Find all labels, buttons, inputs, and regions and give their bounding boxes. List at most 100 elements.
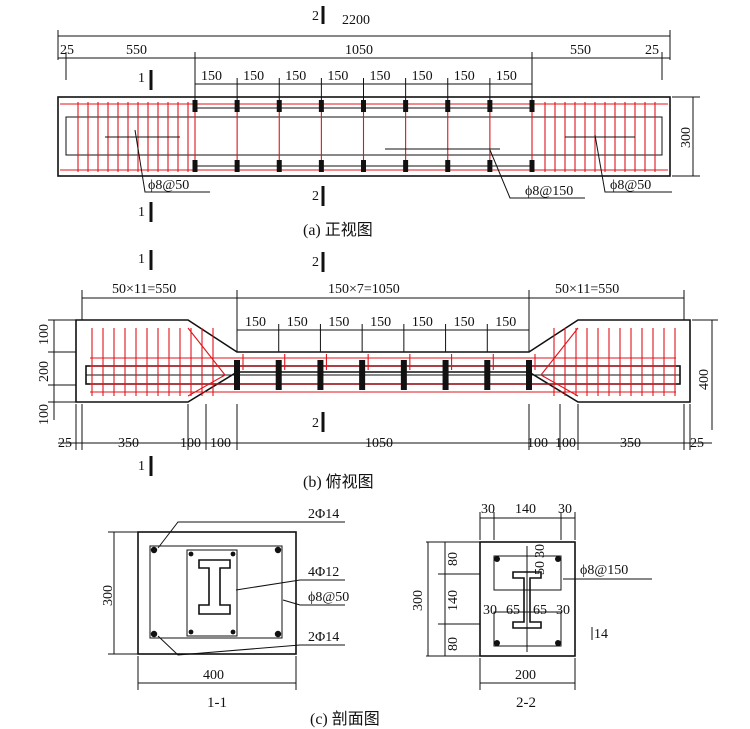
spacing-label: 150 (328, 315, 349, 330)
dim-bottom-4: 100 (210, 436, 231, 451)
spacing-label: 150 (370, 315, 391, 330)
spacing-label: 150 (454, 315, 475, 330)
spacing-label: 150 (495, 315, 516, 330)
leader-mid (489, 149, 585, 199)
studs (192, 100, 535, 172)
rebar-dots (494, 556, 561, 646)
rebar (230, 551, 236, 557)
diagonal-red (187, 327, 226, 376)
spacing-label: 150 (285, 69, 306, 84)
spacing-label: 150 (370, 69, 391, 84)
stud-bottom (318, 160, 324, 172)
spacing-label: 150 (496, 69, 517, 84)
dim-seg-2: 550 (126, 43, 147, 58)
stud-top (403, 100, 409, 112)
stud-top (361, 100, 366, 112)
dim-sec2-top-3: 30 (558, 502, 572, 517)
rebar (188, 629, 194, 635)
dim-sec2-width: 200 (515, 668, 536, 683)
stud-top (529, 100, 535, 112)
section-mark-2-top: 2 (312, 255, 319, 270)
dim-bottom-7: 100 (555, 436, 576, 451)
stud-bottom (487, 160, 493, 172)
stud-top (276, 100, 282, 112)
stud-top (318, 100, 324, 112)
dim-left-3: 100 (37, 404, 52, 425)
stud-top (234, 100, 240, 112)
section-2-2: 30 140 30 50 30 30 65 65 30 ϕ8@150 14 (411, 502, 652, 711)
leader-left (134, 129, 210, 193)
section-mark-1-bottom: 1 (138, 459, 145, 474)
dim-bottom-9: 25 (690, 436, 704, 451)
dim-seg-4: 550 (570, 43, 591, 58)
rebar (150, 630, 158, 638)
label-phi8-50: ϕ8@50 (308, 590, 349, 605)
caption-top-view: (b) 俯视图 (303, 473, 374, 491)
caption-front-view: (a) 正视图 (303, 221, 373, 239)
dim-sec2-inner-4: 30 (556, 603, 570, 618)
i-beam-section (512, 571, 542, 629)
dim-bottom-6: 100 (527, 436, 548, 451)
rebar (230, 629, 236, 635)
stud-plan (484, 360, 491, 390)
rebar (555, 556, 561, 562)
leader-right (594, 134, 672, 193)
stud-bottom (529, 160, 535, 172)
rebar-dots (150, 546, 282, 638)
section-1-outline (137, 531, 297, 655)
dim-bottom-8: 350 (620, 436, 641, 451)
dim-sec2-top-1: 30 (481, 502, 495, 517)
dim-sec1-width: 400 (203, 668, 224, 683)
section-2-outline (479, 541, 576, 657)
spacing-label: 150 (454, 69, 475, 84)
dim-right: 400 (697, 369, 712, 390)
beam-outline (57, 96, 671, 177)
stud-plan (234, 360, 240, 390)
dim-sec2-left-3: 80 (446, 637, 461, 651)
leader (235, 579, 345, 591)
stud-top (445, 100, 451, 112)
rebar (150, 546, 158, 554)
spacing-labels: 150 150 150 150 150 150 150 (236, 315, 530, 352)
stud-bottom (276, 160, 282, 172)
dim-sec2-overall-h: 300 (411, 590, 426, 611)
spacing-label: 150 (287, 315, 308, 330)
dim-overall: 2200 (342, 13, 370, 28)
diagonal-red (540, 327, 579, 376)
section-2-title: 2-2 (516, 695, 536, 711)
rebar (494, 556, 500, 562)
dim-bottom-5: 1050 (365, 436, 393, 451)
i-beam-section (198, 559, 231, 615)
bottom-ext-lines (75, 404, 691, 450)
label-14: 14 (594, 627, 608, 642)
stud-plan (317, 360, 324, 390)
label-bar-mid: ϕ8@150 (525, 184, 573, 199)
label-bar-right: ϕ8@50 (610, 178, 651, 193)
spacing-label: 150 (243, 69, 264, 84)
section-1-1: 2Φ14 4Φ12 ϕ8@50 2Φ14 300 400 1-1 (101, 507, 349, 711)
spacing-label: 150 (412, 315, 433, 330)
spacing-label: 150 (245, 315, 266, 330)
dim-sec2-inner-top2: 30 (533, 544, 548, 558)
dim-seg-1: 25 (60, 43, 74, 58)
dim-sec2-left-2: 140 (446, 590, 461, 611)
rebar (188, 551, 194, 557)
rebar (494, 640, 500, 646)
dim-sec2-inner-2: 65 (506, 603, 520, 618)
section-mark-2-bottom: 2 (312, 416, 319, 431)
dim-bottom-3: 100 (180, 436, 201, 451)
studs-plan (234, 354, 536, 390)
top-view-outline (75, 319, 691, 403)
stud-plan (359, 360, 366, 390)
dim-bottom-2: 350 (118, 436, 139, 451)
dim-left-1: 100 (37, 324, 52, 345)
dim-sec2-inner-3: 65 (533, 603, 547, 618)
leader (157, 635, 345, 656)
label-bar-left: ϕ8@50 (148, 178, 189, 193)
stud-plan (275, 360, 282, 390)
section-mark-1-top: 1 (138, 252, 145, 267)
caption-section-view: (c) 剖面图 (310, 710, 380, 728)
dim-sec1-height: 300 (101, 585, 116, 606)
